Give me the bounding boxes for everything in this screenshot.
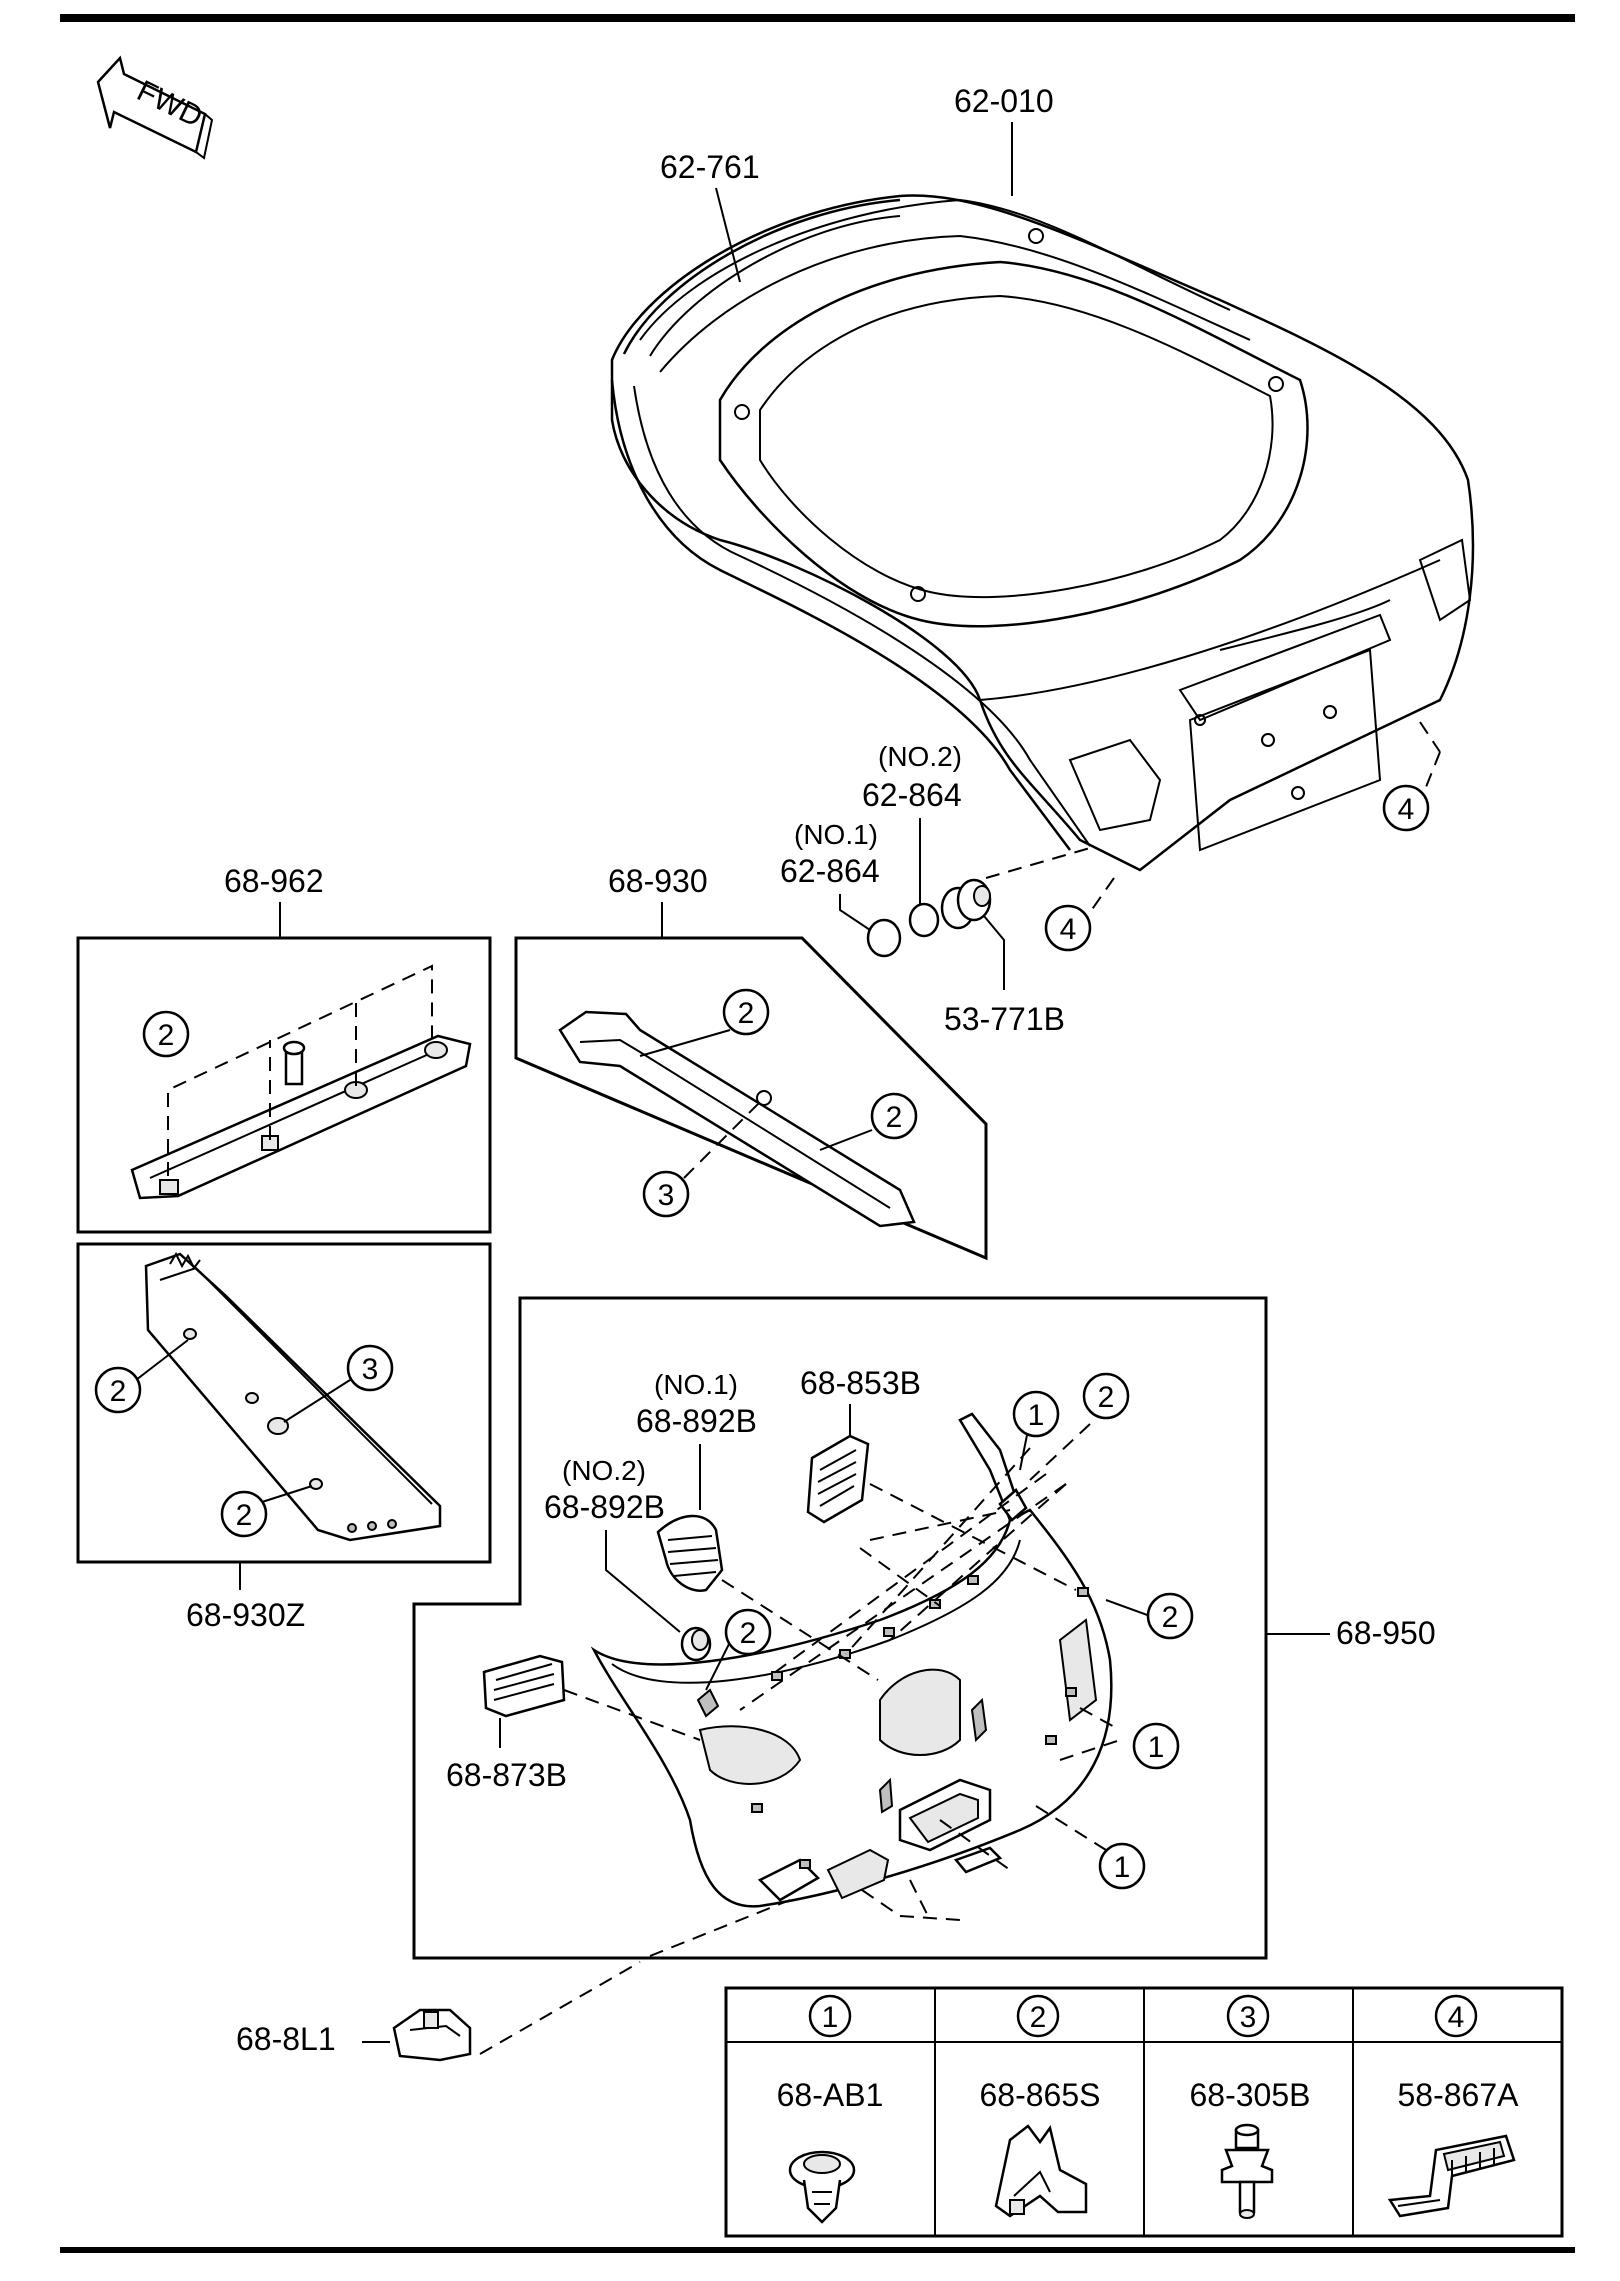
box-lower-trim [412,1296,1268,1960]
svg-text:1: 1 [1114,1851,1131,1884]
fwd-arrow-icon: FWD [96,55,214,160]
svg-text:2: 2 [886,1101,903,1134]
callout-4-lower: 4 [1044,904,1092,952]
callout-2-lower-trim-b: 2 [1146,1592,1194,1640]
legend-part-2: 68-865S [980,2077,1101,2113]
svg-text:3: 3 [362,1353,379,1386]
svg-text:2: 2 [158,1019,175,1052]
svg-text:4: 4 [1398,793,1415,826]
label-plug-no2-note: (NO.2) [878,741,962,772]
legend-ref-4: 4 [1448,2001,1465,2034]
legend-part-4: 58-867A [1398,2077,1520,2113]
svg-text:2: 2 [110,1375,127,1408]
label-plug-no1: 62-864 [780,853,880,889]
legend-ref-3: 3 [1240,2001,1257,2034]
callout-1-lower-trim-c: 1 [1098,1842,1146,1890]
svg-text:1: 1 [1148,1731,1165,1764]
label-bracket: 68-8L1 [236,2021,336,2057]
svg-text:2: 2 [236,1499,253,1532]
callout-1-lower-trim-b: 1 [1132,1722,1180,1770]
cover-no1-part [656,1514,724,1592]
upper-trim-illustration [130,1034,472,1200]
label-cover-no1-note: (NO.1) [654,1369,738,1400]
tailgate-illustration [610,194,1475,872]
label-plug-no1-note: (NO.1) [794,819,878,850]
stud-clip-icon [1220,2123,1274,2219]
svg-text:4: 4 [1060,913,1077,946]
callout-2-lower-trim-a: 2 [1082,1372,1130,1420]
handle-trim-illustration [558,1010,916,1228]
callout-2-lower-trim-c: 2 [724,1608,772,1656]
label-stopper: 53-771B [944,1001,1065,1037]
bracket-clip-icon [1387,2134,1516,2218]
plug-no2 [908,902,940,938]
top-rule [60,14,1575,22]
bracket-part [392,2008,472,2062]
label-handle-trim: 68-930 [608,863,708,899]
stopper-part [940,878,992,930]
callout-3-side: 3 [346,1344,394,1392]
label-grille-upper: 68-853B [800,1365,921,1401]
callout-4-right: 4 [1382,784,1430,832]
legend-ref-2: 2 [1030,2001,1047,2034]
legend-part-3: 68-305B [1190,2077,1311,2113]
label-plug-no2: 62-864 [862,777,962,813]
bottom-rule [60,2247,1575,2253]
side-trim-illustration [144,1251,442,1542]
callout-2-side-b: 2 [220,1490,268,1538]
box-side-trim [76,1242,492,1564]
svg-text:2: 2 [1162,1601,1179,1634]
callout-2-handle-a: 2 [722,988,770,1036]
cover-no2-part [680,1626,712,1662]
plug-no1 [866,918,902,958]
grille-upper-part [806,1434,870,1524]
push-clip-icon [788,2150,856,2224]
label-weatherstrip: 62-761 [660,149,760,185]
leader-weatherstrip [715,187,741,283]
svg-text:3: 3 [658,1179,675,1212]
svg-text:2: 2 [738,997,755,1030]
callout-3-handle: 3 [642,1170,690,1218]
label-tailgate: 62-010 [954,83,1054,119]
svg-text:1: 1 [1028,1399,1045,1432]
fastener-legend: 1 68-AB1 2 68-865S 3 68-305B [724,1986,1564,2238]
label-side-trim: 68-930Z [186,1597,305,1633]
legend-ref-1: 1 [822,2001,839,2034]
callout-2-handle-b: 2 [870,1092,918,1140]
callout-1-lower-trim-a: 1 [1012,1390,1060,1438]
label-cover-no2-note: (NO.2) [562,1455,646,1486]
label-cover-no2: 68-892B [544,1489,665,1525]
callout-2-upper-trim: 2 [142,1010,190,1058]
label-grille-lower: 68-873B [446,1757,567,1793]
grille-lower-part [482,1654,566,1718]
label-cover-no1: 68-892B [636,1403,757,1439]
label-lower-trim: 68-950 [1336,1615,1436,1651]
label-upper-trim: 68-962 [224,863,324,899]
legend-part-1: 68-AB1 [777,2077,884,2113]
svg-text:2: 2 [740,1617,757,1650]
callout-2-side-a: 2 [94,1366,142,1414]
svg-text:2: 2 [1098,1381,1115,1414]
box-handle-trim [514,936,988,1261]
panel-clip-icon [994,2124,1088,2218]
box-upper-trim [76,936,492,1234]
